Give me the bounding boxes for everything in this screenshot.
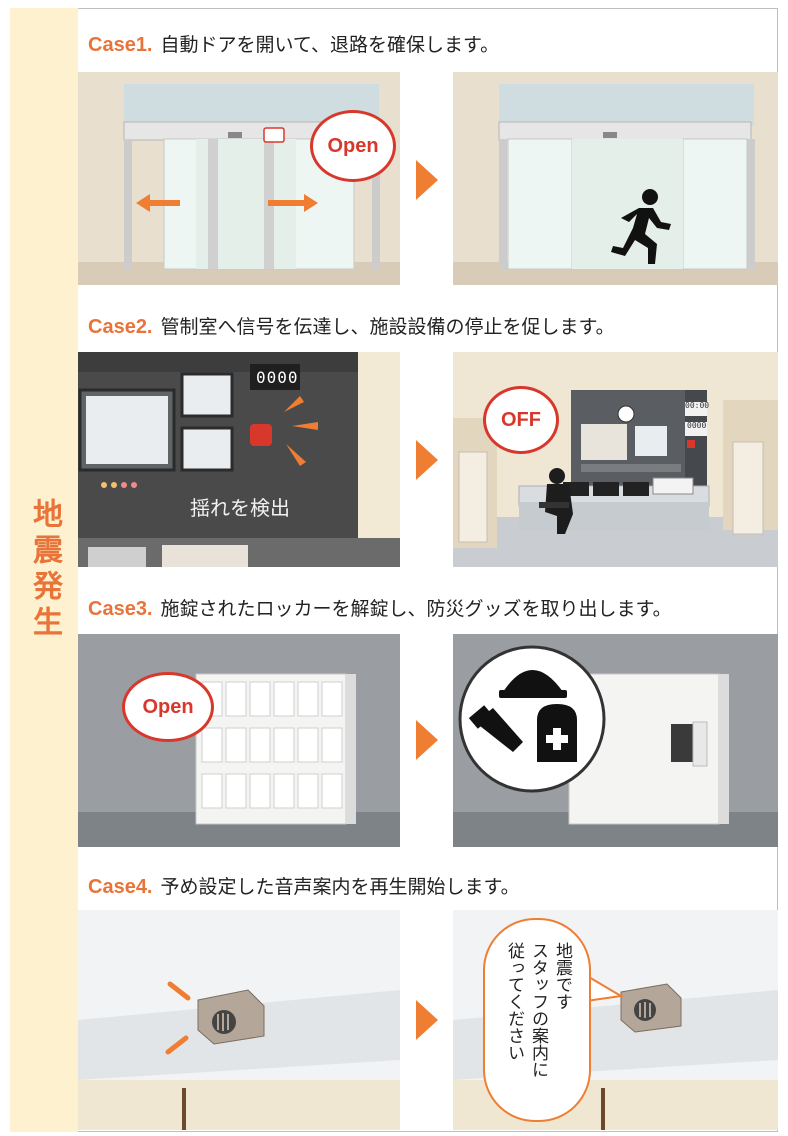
case2-text: 管制室へ信号を伝達し、施設設備の停止を促します。 [160,316,615,338]
counter-display: 0000 [256,368,299,387]
helmet-icon [499,670,567,698]
sidebar: 地震発生 [10,8,78,1132]
case3-number: Case3. [88,598,153,620]
case3-text: 施錠されたロッカーを解錠し、防災グッズを取り出します。 [160,598,672,620]
open-arrow-right-head [304,194,318,212]
sidebar-label: 地震発生 [27,498,62,642]
first-aid-backpack-icon [537,704,577,762]
case2-scene-panel: 0000 揺れを検出 [78,352,400,567]
small-counter-2: 0000 [687,421,707,430]
open-arrow-right [268,200,306,206]
case2-scene-control-room: 00:00 0000 OFF [453,352,778,567]
case3-scene-supplies [453,634,778,847]
next-arrow [416,440,438,480]
off-bubble: OFF [483,386,559,454]
case1-scene-after [453,72,778,285]
next-arrow [416,1000,438,1040]
next-arrow [416,160,438,200]
open-bubble: Open [310,110,396,182]
speech-line-2: スタッフの案内に [528,942,548,1078]
small-counter-1: 00:00 [685,401,710,410]
speech-line-1: 地震です [552,942,572,1010]
case4-text: 予め設定した音声案内を再生開始します。 [160,876,520,898]
open-arrow-left-head [136,194,150,212]
open-arrow-left [142,200,180,206]
case4-scene-announcement: 地震です スタッフの案内に 従ってください [453,910,778,1130]
content-frame [78,8,778,1132]
case4-title: Case4. 予め設定した音声案内を再生開始します。 [88,872,520,899]
case3-title: Case3. 施錠されたロッカーを解錠し、防災グッズを取り出します。 [88,594,672,621]
case4-scene-speaker [78,910,400,1130]
flashlight-icon [468,705,523,752]
case4-number: Case4. [88,876,153,898]
speech-bubble [483,918,591,1122]
case3-scene-locker: Open [78,634,400,847]
case1-title: Case1. 自動ドアを開いて、退路を確保します。 [88,30,499,57]
case1-number: Case1. [88,34,153,56]
panel-caption: 揺れを検出 [190,496,290,520]
case1-scene-before: Open [78,72,400,285]
case2-title: Case2. 管制室へ信号を伝達し、施設設備の停止を促します。 [88,312,615,339]
next-arrow [416,720,438,760]
speech-line-3: 従ってください [504,942,524,1061]
open-bubble: Open [122,672,214,742]
case2-number: Case2. [88,316,153,338]
case1-text: 自動ドアを開いて、退路を確保します。 [160,34,500,56]
running-person-icon [611,189,671,264]
